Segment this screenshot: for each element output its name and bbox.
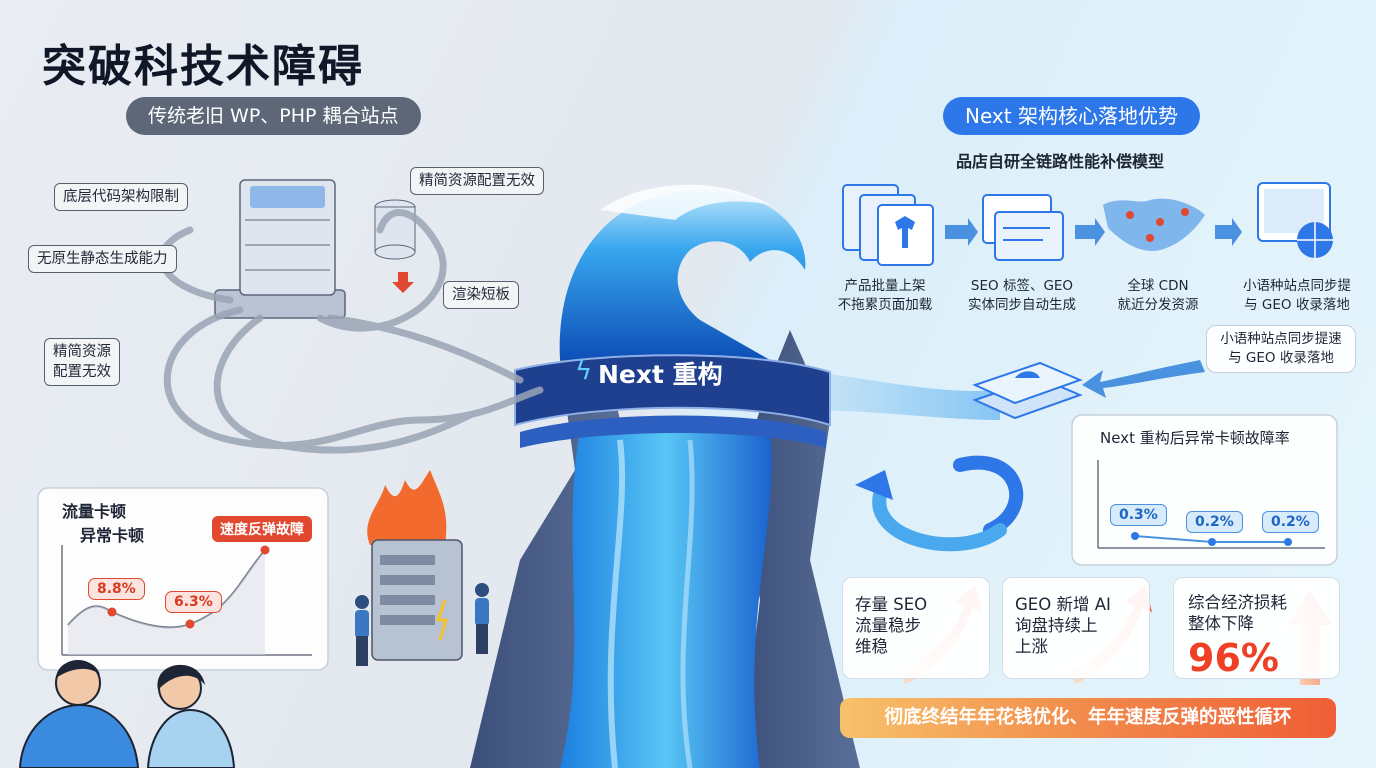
monitor-globe-icon [1257, 182, 1333, 258]
burning-server-icon [367, 470, 463, 661]
flow-arrow-icon [1075, 218, 1105, 246]
tag-resources-invalid-top: 精简资源配置无效 [410, 167, 544, 195]
back-arrow-icon [1082, 360, 1205, 398]
page-title: 突破科技术障碍 [42, 41, 364, 92]
left-chart-point [185, 619, 195, 629]
lightning-icon: ϟ [575, 356, 593, 386]
metric-card-loss: 综合经济损耗 整体下降 96% [1173, 577, 1340, 680]
cycle-arrows-icon [872, 455, 1023, 552]
cloud-device-icon [972, 361, 1083, 420]
legacy-site-header: 传统老旧 WP、PHP 耦合站点 [126, 97, 421, 135]
world-map-icon [1103, 198, 1205, 251]
conclusion-banner: 彻底终结年年花钱优化、年年速度反弹的恶性循环 [840, 698, 1336, 738]
left-chart-value-label: 6.3% [165, 591, 222, 613]
flow-step-label: 产品批量上架 不拖累页面加载 [837, 278, 933, 313]
flow-arrow-icon [1215, 218, 1242, 246]
metric-text: 综合经济损耗 整体下降 [1188, 593, 1287, 633]
left-chart-point [107, 607, 117, 617]
metric-text: GEO 新增 AI 询盘持续上 上涨 [1015, 595, 1111, 656]
flow-step-label: SEO 标签、GEO 实体同步自动生成 [968, 278, 1076, 313]
right-chart-point [1284, 538, 1292, 546]
speed-rebound-fault-badge: 速度反弹故障 [212, 516, 312, 542]
worried-person-icon [355, 583, 489, 666]
left-chart-value-label: 8.8% [88, 578, 145, 600]
stressed-people-icon [18, 660, 236, 768]
right-chart-point [1208, 538, 1216, 546]
loss-reduction-value: 96% [1188, 636, 1279, 680]
right-chart-title: Next 重构后异常卡顿故障率 [1100, 429, 1290, 447]
browser-windows-icon [982, 194, 1064, 261]
flow-step-label: 小语种站点同步提 与 GEO 收录落地 [1243, 278, 1351, 313]
next-advantages-header: Next 架构核心落地优势 [943, 97, 1200, 135]
light-stream [800, 370, 1000, 420]
model-subtitle: 品店自研全链路性能补偿模型 [956, 152, 1165, 171]
wave-crest [559, 189, 806, 360]
right-chart-value-label: 0.3% [1110, 504, 1167, 526]
waterfall [560, 430, 772, 768]
left-chart-title-1: 流量卡顿 [62, 502, 127, 521]
right-chart-value-label: 0.2% [1262, 511, 1319, 533]
product-pages-icon [842, 184, 934, 266]
tag-architecture-limit: 底层代码架构限制 [54, 183, 188, 211]
tag-resources-invalid-left: 精简资源 配置无效 [44, 338, 120, 386]
next-rebuild-badge: Next 重构 [598, 360, 723, 389]
left-chart-point [260, 545, 270, 555]
tag-no-static-generation: 无原生静态生成能力 [28, 245, 177, 273]
server-tower-icon [214, 179, 346, 319]
right-chart-point [1131, 532, 1139, 540]
flow-arrow-icon [945, 218, 978, 246]
left-chart-title-2: 异常卡顿 [80, 526, 145, 545]
flow-step-label: 全球 CDN 就近分发资源 [1117, 278, 1199, 313]
metric-text: 存量 SEO 流量稳步 维稳 [855, 595, 928, 656]
tangled-cables [158, 209, 544, 454]
tag-render-weakness: 渲染短板 [443, 281, 519, 309]
metric-card-seo: 存量 SEO 流量稳步 维稳 [842, 577, 990, 679]
metric-card-geo: GEO 新增 AI 询盘持续上 上涨 [1002, 577, 1150, 679]
next-ribbon [514, 354, 831, 427]
minor-language-callout: 小语种站点同步提速 与 GEO 收录落地 [1206, 325, 1356, 373]
down-arrow-icon [392, 272, 414, 293]
right-chart-value-label: 0.2% [1186, 511, 1243, 533]
